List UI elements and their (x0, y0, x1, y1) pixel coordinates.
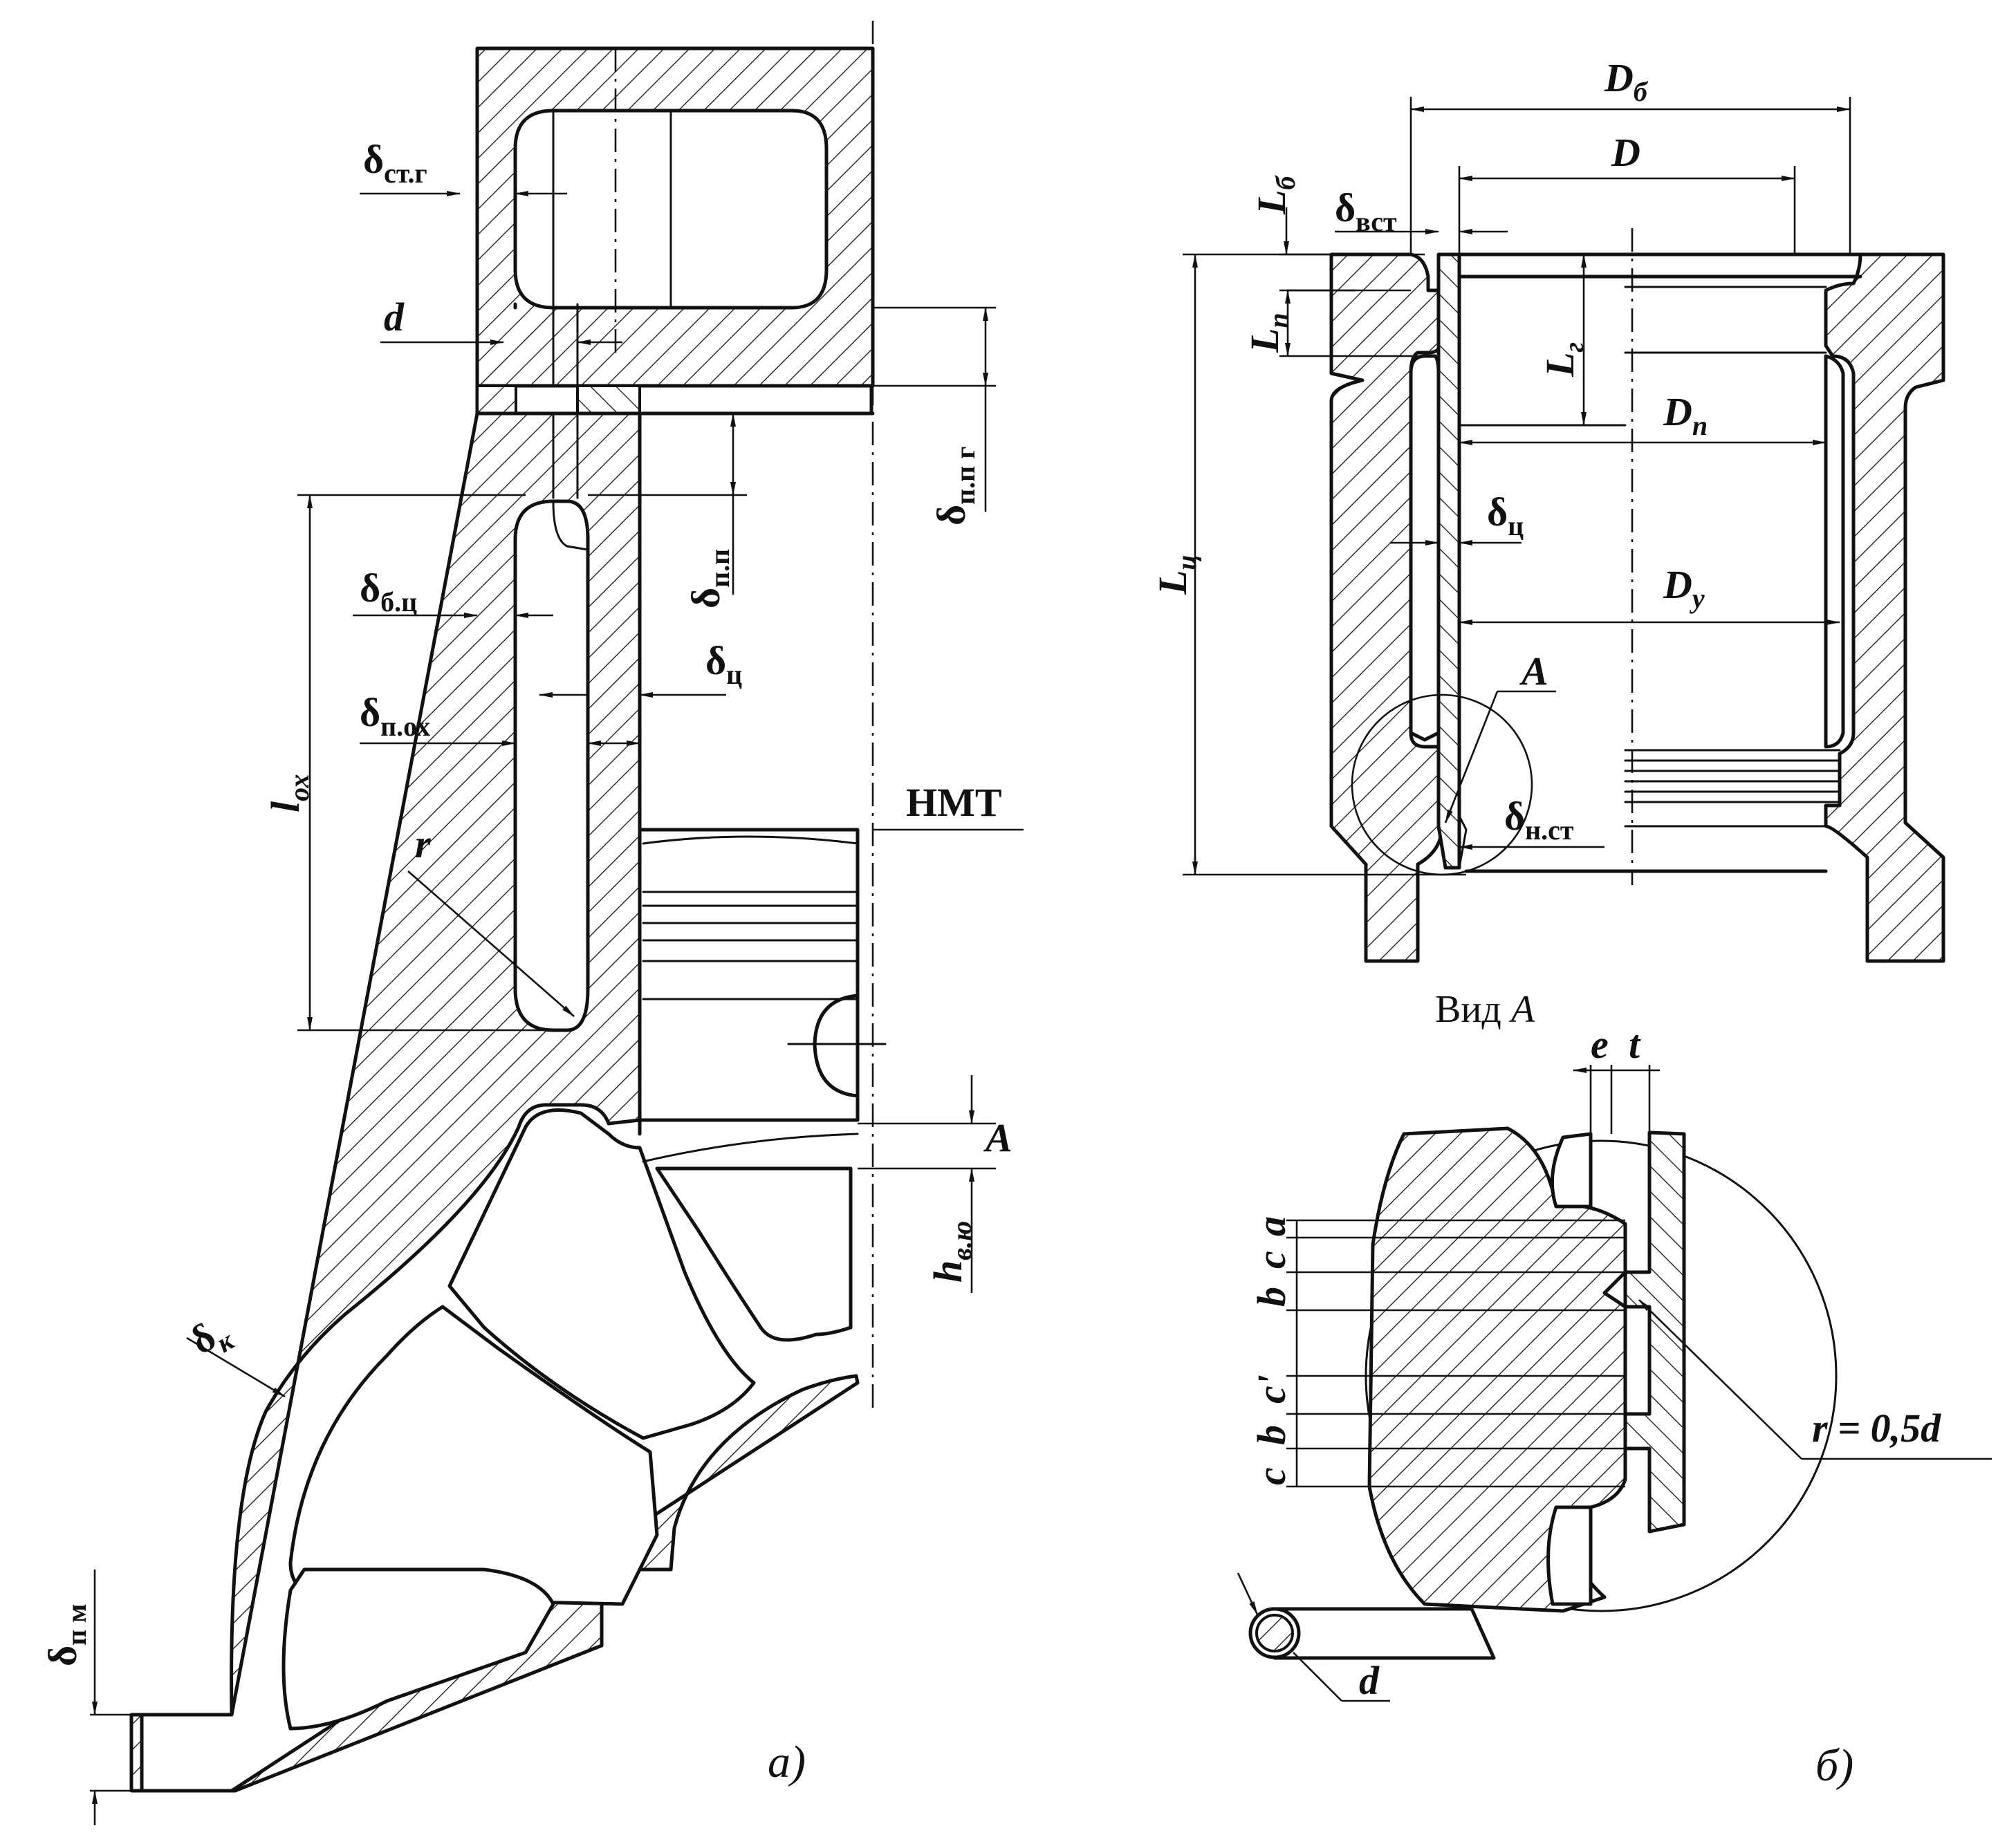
label-d-b: d (1359, 1658, 1380, 1703)
detail-insert-section (1623, 1130, 1686, 1534)
sealing-cord: d (1237, 1572, 1496, 1703)
label-Dy: Dу (1663, 562, 1705, 614)
label-delta-n-st: δн.ст (1504, 794, 1574, 846)
label-Dp: Dп (1663, 389, 1708, 441)
gasket (475, 384, 875, 416)
crankcase-window-4 (655, 1166, 853, 1342)
label-Lp: Lп (1242, 313, 1294, 353)
caption-a: а) (768, 1737, 806, 1787)
label-delta-vst: δвст (1335, 185, 1397, 237)
label-Lg: Lг (1537, 342, 1589, 378)
crankcase-window-1 (447, 1108, 756, 1440)
label-r-eq: r = 0,5d (1812, 1406, 1941, 1451)
figure-a: δст.г d δп.п г δп.п δб.ц δц δп.ох lох НМ… (40, 21, 1024, 1825)
label-delta-p-p-g: δп.п г (929, 447, 981, 525)
label-delta-c-a: δц (705, 638, 742, 690)
label-D: D (1611, 130, 1640, 175)
label-Db: Dб (1604, 55, 1649, 107)
label-delta-b-c: δб.ц (360, 566, 417, 617)
row-label-4: b (1249, 1287, 1294, 1307)
row-label-6: a (1249, 1216, 1294, 1236)
row-label-3: c' (1249, 1375, 1294, 1404)
label-d-a: d (384, 295, 405, 339)
caption-b: б) (1815, 1740, 1853, 1791)
row-label-2: b (1249, 1425, 1294, 1445)
crankcase-window-2 (288, 1305, 659, 1606)
view-A-detail: e t c b c' b c a r = 0,5d d (1237, 1022, 1992, 1791)
label-delta-p-oh: δп.ох (360, 690, 430, 742)
label-A-b: A (1519, 649, 1548, 693)
crankcase-window-3 (281, 1567, 555, 1731)
label-r-a: r (415, 821, 431, 866)
label-Lb: Lб (1249, 175, 1301, 215)
label-delta-st-g: δст.г (363, 137, 427, 189)
row-label-5: c (1249, 1251, 1294, 1269)
label-view-A: Вид A (1435, 988, 1535, 1031)
label-delta-k: δк (183, 1306, 240, 1369)
label-delta-p-p: δп.п (683, 549, 735, 608)
label-t: t (1629, 1022, 1641, 1067)
label-delta-p-m: δп м (40, 1604, 92, 1666)
label-l-oh: lох (263, 774, 315, 812)
label-h-v-yu: hв.ю (925, 1221, 977, 1283)
liner-insert-left (1436, 252, 1461, 870)
label-e: e (1591, 1022, 1609, 1067)
label-delta-c-b: δц (1487, 490, 1524, 541)
liner-right-wall (1824, 252, 1945, 963)
label-Lc: Lц (1150, 555, 1202, 595)
cylinder-head (475, 46, 875, 388)
figure-b: Dб D Lб δвст Lп Lг Dп Lц δц Dу A δн.ст В… (1150, 55, 1945, 1031)
label-A-a: A (983, 1115, 1012, 1160)
label-nmt: НМТ (906, 780, 1002, 825)
row-label-1: c (1249, 1467, 1294, 1485)
piston (638, 828, 860, 1163)
